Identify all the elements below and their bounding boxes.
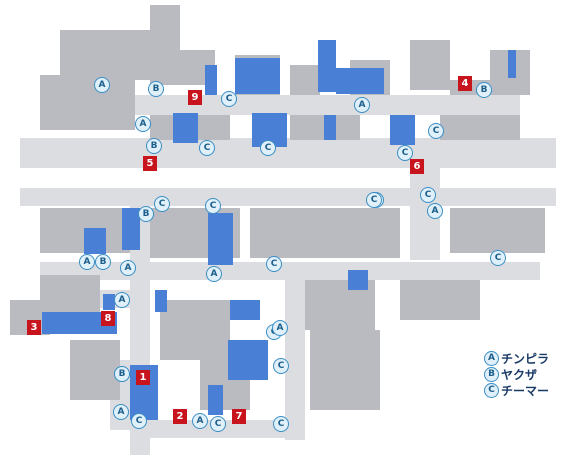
roads	[20, 95, 556, 455]
enemy-marker: A	[79, 254, 95, 270]
legend-symbol: B	[484, 366, 499, 382]
enemy-marker: C	[490, 250, 506, 266]
enemy-marker: C	[205, 198, 221, 214]
enemy-marker: C	[420, 187, 436, 203]
point-number-badge: 9	[188, 90, 202, 105]
point-number-badge: 4	[458, 76, 472, 91]
enemy-marker: A	[192, 413, 208, 429]
enemy-marker: C	[260, 140, 276, 156]
enemy-marker: A	[94, 77, 110, 93]
enemy-marker: B	[148, 81, 164, 97]
enemy-marker: B	[476, 82, 492, 98]
point-number-badge: 3	[27, 320, 41, 335]
enemy-marker: C	[366, 192, 382, 208]
enemy-marker: B	[114, 366, 130, 382]
point-number-badge: 7	[232, 409, 246, 424]
enemy-marker: A	[113, 404, 129, 420]
enemy-marker: C	[131, 413, 147, 429]
enemy-marker: B	[95, 254, 111, 270]
enemy-marker: C	[266, 256, 282, 272]
point-number-badge: 5	[143, 156, 157, 171]
legend-label: チーマー	[501, 383, 550, 398]
enemy-marker: A	[135, 116, 151, 132]
enemy-marker: A	[120, 260, 136, 276]
enemy-marker: A	[272, 320, 288, 336]
enemy-marker: A	[427, 203, 443, 219]
legend-row: A チンピラ	[484, 350, 549, 366]
enemy-marker: C	[428, 123, 444, 139]
legend-label: ヤクザ	[501, 367, 538, 382]
enemy-marker: C	[154, 196, 170, 212]
enemy-marker: B	[138, 206, 154, 222]
legend-label: チンピラ	[501, 351, 550, 366]
enemy-marker: C	[199, 140, 215, 156]
point-number-badge: 2	[173, 409, 187, 424]
enemy-marker: C	[273, 358, 289, 374]
point-number-badge: 6	[410, 159, 424, 174]
point-number-badge: 1	[136, 370, 150, 385]
legend-row: B ヤクザ	[484, 366, 549, 382]
point-number-badge: 8	[101, 311, 115, 326]
legend-symbol: C	[484, 382, 499, 398]
enemy-marker: B	[146, 138, 162, 154]
buildings	[10, 5, 545, 410]
legend-row: C チーマー	[484, 382, 549, 398]
enemy-marker: C	[397, 145, 413, 161]
enemy-marker: C	[221, 91, 237, 107]
map-legend: A チンピラ B ヤクザ C チーマー	[482, 348, 552, 400]
enemy-marker: C	[273, 416, 289, 432]
enemy-marker: A	[206, 266, 222, 282]
enemy-marker: A	[354, 97, 370, 113]
legend-symbol: A	[484, 350, 499, 366]
enemy-marker: A	[114, 292, 130, 308]
highlighted-buildings	[42, 40, 516, 420]
enemy-marker: C	[210, 416, 226, 432]
